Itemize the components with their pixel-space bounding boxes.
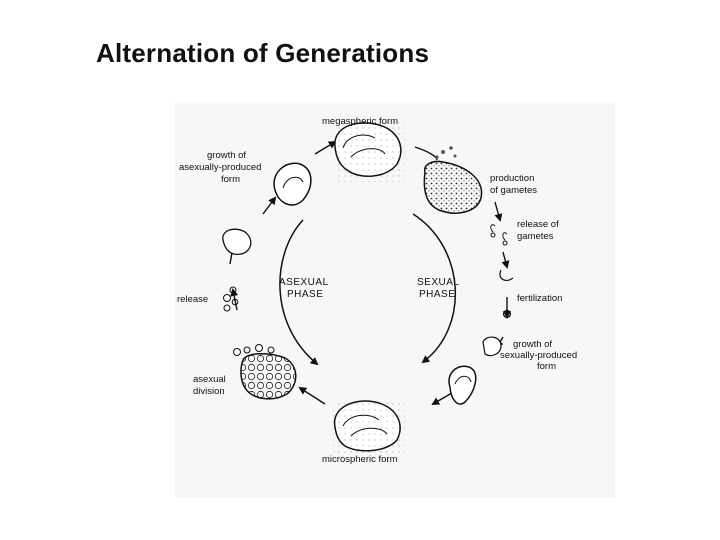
life-cycle-svg: megaspheric form production of gametes r… bbox=[177, 116, 577, 465]
growing-sexual-shell-icon bbox=[448, 365, 477, 405]
asexual-division-shell-icon bbox=[233, 344, 297, 400]
asexual-division-label-line2: division bbox=[193, 386, 225, 397]
release-gametes-label-line1: release of bbox=[517, 219, 559, 230]
asexual-division-label-line1: asexual bbox=[193, 374, 226, 385]
growth-asexual-label-line3: form bbox=[221, 174, 240, 185]
asexual-phase-label-line1: ASEXUAL bbox=[279, 277, 329, 288]
young-asexual-shell-icon bbox=[222, 228, 252, 256]
growing-asexual-shell-icon bbox=[273, 162, 312, 206]
microspheric-form-label: microspheric form bbox=[322, 454, 398, 465]
released-embryos-icon bbox=[223, 286, 239, 312]
growth-asexual-label-line2: asexually-produced bbox=[179, 162, 261, 173]
growth-sexual-label-line1: growth of bbox=[513, 339, 552, 350]
young-sexual-shell-icon bbox=[482, 336, 502, 357]
growth-sexual-label-line2: sexually-produced bbox=[500, 350, 577, 361]
megaspheric-shell-icon bbox=[334, 122, 405, 182]
zygote-icon bbox=[499, 269, 514, 319]
asexual-phase-label-line2: PHASE bbox=[287, 289, 323, 300]
phase-arcs bbox=[279, 213, 457, 366]
gamete-producing-shell-icon bbox=[423, 146, 483, 214]
production-label-line2: of gametes bbox=[490, 185, 537, 196]
life-cycle-diagram: megaspheric form production of gametes r… bbox=[175, 102, 615, 497]
microspheric-shell-icon bbox=[333, 400, 405, 455]
fertilization-label: fertilization bbox=[517, 293, 562, 304]
megaspheric-form-label: megaspheric form bbox=[322, 116, 398, 127]
slide-title: Alternation of Generations bbox=[96, 38, 430, 68]
sexual-phase-label-line2: PHASE bbox=[419, 289, 455, 300]
release-gametes-label-line2: gametes bbox=[517, 231, 554, 242]
gametes-icon bbox=[490, 224, 508, 246]
release-label: release bbox=[177, 294, 208, 305]
sexual-phase-label-line1: SEXUAL bbox=[417, 277, 459, 288]
growth-sexual-label-line3: form bbox=[537, 361, 556, 372]
production-label-line1: production bbox=[490, 173, 534, 184]
growth-asexual-label-line1: growth of bbox=[207, 150, 246, 161]
